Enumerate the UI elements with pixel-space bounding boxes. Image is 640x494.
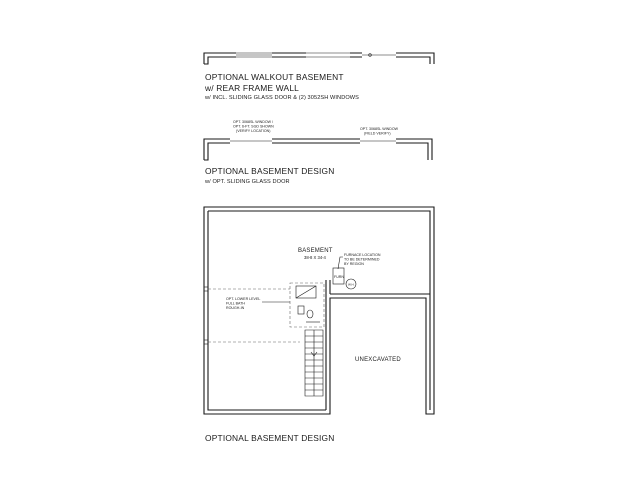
basement-stairs [304, 329, 324, 397]
room-dimensions: 38-8 X 34-4 [304, 255, 327, 260]
furnace-label: FURN [334, 275, 344, 279]
furnace-note-3: BY REGION [344, 262, 364, 266]
walkout-title-line2: w/ REAR FRAME WALL [204, 83, 299, 93]
furnace-note-2: TO BE DETERMINED [344, 258, 380, 262]
bath-note-3: ROUGH-IN [226, 306, 245, 310]
bath-note-2: FULL BATH [226, 302, 245, 306]
window-note-right-1: OPT. 3068SL WINDOW [360, 127, 399, 131]
sliding-door-wall-elevation [203, 138, 433, 161]
room-name-basement: BASEMENT [298, 248, 333, 254]
water-heater-label: W.H. [348, 283, 355, 287]
sgd-note-left-3: (VERIFY LOCATION) [236, 129, 270, 133]
walkout-wall-elevation [203, 52, 435, 65]
bath-note-1: OPT. LOWER LEVEL [226, 297, 260, 301]
walkout-subtitle: w/ INCL. SLIDING GLASS DOOR & (2) 3052SH… [204, 95, 359, 101]
sgd-note-left-2: OPT. 6-FT. SGD SHOWN [233, 125, 274, 129]
basement-floor-plan [203, 206, 435, 415]
window-note-right-2: (FIELD VERIFY) [364, 132, 391, 136]
sliding-title: OPTIONAL BASEMENT DESIGN [205, 166, 335, 176]
walkout-title-line1: OPTIONAL WALKOUT BASEMENT [205, 72, 344, 82]
furnace-note-1: FURNACE LOCATION [344, 253, 381, 257]
sliding-subtitle: w/ OPT. SLIDING GLASS DOOR [204, 179, 290, 185]
sgd-note-left-1: OPT. 3068SL WINDOW / [233, 120, 273, 124]
plan-title: OPTIONAL BASEMENT DESIGN [205, 433, 335, 443]
unexcavated-label: UNEXCAVATED [355, 357, 401, 363]
